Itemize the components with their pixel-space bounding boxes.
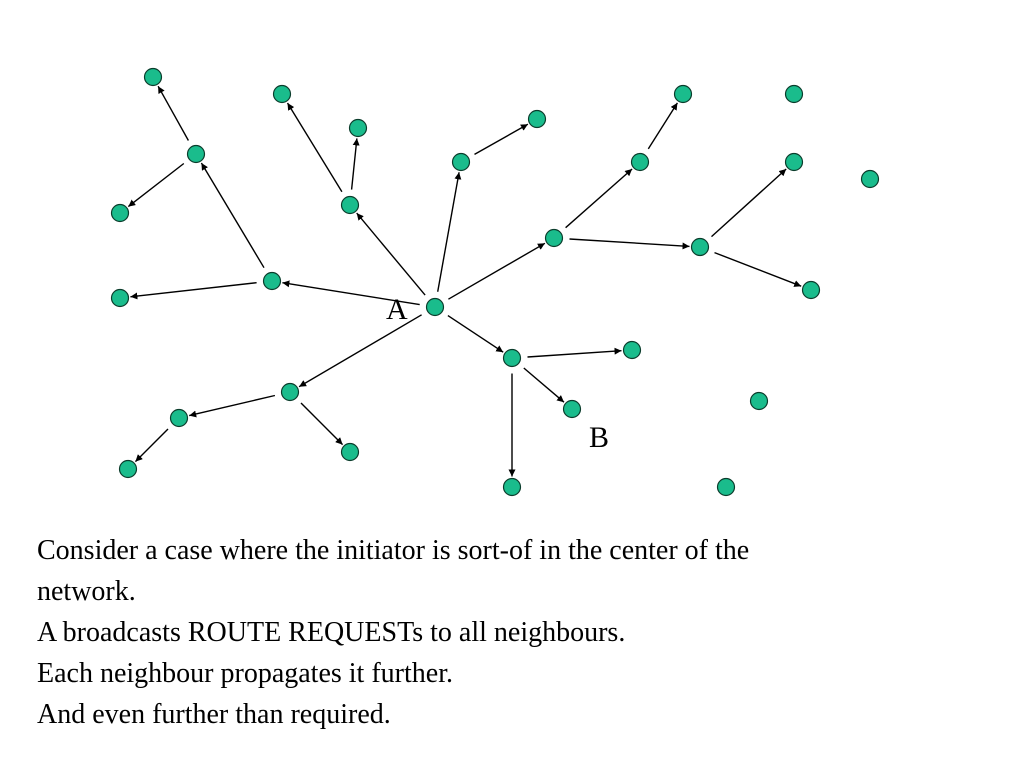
edge-n20-to-n19 [527, 347, 622, 358]
node-n14 [784, 152, 804, 172]
node-n2 [186, 144, 206, 164]
edge-A-to-n23 [298, 314, 422, 388]
edge-n23-to-n24 [189, 394, 276, 418]
caption-line-3: A broadcasts ROUTE REQUESTs to all neigh… [37, 617, 626, 648]
node-n8 [340, 195, 360, 215]
target-label-b: B [589, 421, 609, 454]
node-initiator-a [425, 297, 445, 317]
node-n20 [502, 348, 522, 368]
node-n15 [860, 169, 880, 189]
node-n11 [673, 84, 693, 104]
caption-line-4: Each neighbour propagates it further. [37, 658, 453, 689]
edge-n17-to-n14 [711, 168, 787, 238]
node-n26 [340, 442, 360, 462]
node-n27 [749, 391, 769, 411]
edge-n24-to-n25 [134, 428, 169, 463]
edge-n5-to-n4 [130, 282, 257, 300]
edge-n23-to-n26 [300, 402, 344, 446]
node-n25 [118, 459, 138, 479]
edge-n5-to-n2 [200, 162, 265, 269]
caption-text: Consider a case where the initiator is s… [37, 530, 987, 735]
node-n6 [272, 84, 292, 104]
node-n28 [716, 477, 736, 497]
node-n19 [622, 340, 642, 360]
network-diagram: A B [110, 67, 880, 497]
node-n13 [784, 84, 804, 104]
initiator-label-a: A [386, 293, 408, 326]
edge-n8-to-n7 [350, 138, 360, 190]
caption-line-1: Consider a case where the initiator is s… [37, 535, 750, 566]
edge-n8-to-n6 [286, 102, 343, 193]
node-n12 [630, 152, 650, 172]
edge-A-to-n8 [356, 212, 426, 296]
node-n7 [348, 118, 368, 138]
node-n23 [280, 382, 300, 402]
edge-A-to-n5 [282, 280, 420, 306]
edge-A-to-n9 [437, 172, 462, 292]
node-n9 [451, 152, 471, 172]
node-n18 [801, 280, 821, 300]
node-n16 [544, 228, 564, 248]
edge-n2-to-n1 [157, 85, 190, 141]
edge-n17-to-n18 [714, 251, 802, 287]
edge-A-to-n20 [447, 315, 504, 353]
edge-n16-to-n17 [569, 238, 690, 250]
edge-n12-to-n11 [647, 102, 678, 150]
node-n22 [502, 477, 522, 497]
node-n3 [110, 203, 130, 223]
edge-n2-to-n3 [127, 162, 185, 208]
edge-n20-to-n21 [523, 367, 565, 403]
edge-n9-to-n10 [474, 123, 529, 156]
node-n4 [110, 288, 130, 308]
caption-line-2: network. [37, 576, 136, 607]
node-n17 [690, 237, 710, 257]
caption-line-5: And even further than required. [37, 699, 391, 730]
edge-A-to-n16 [448, 242, 546, 300]
node-n21 [562, 399, 582, 419]
nodes-layer [110, 67, 880, 497]
node-n1 [143, 67, 163, 87]
node-n24 [169, 408, 189, 428]
edge-n16-to-n12 [565, 168, 633, 229]
node-n5 [262, 271, 282, 291]
node-n10 [527, 109, 547, 129]
edges-layer [127, 85, 802, 477]
